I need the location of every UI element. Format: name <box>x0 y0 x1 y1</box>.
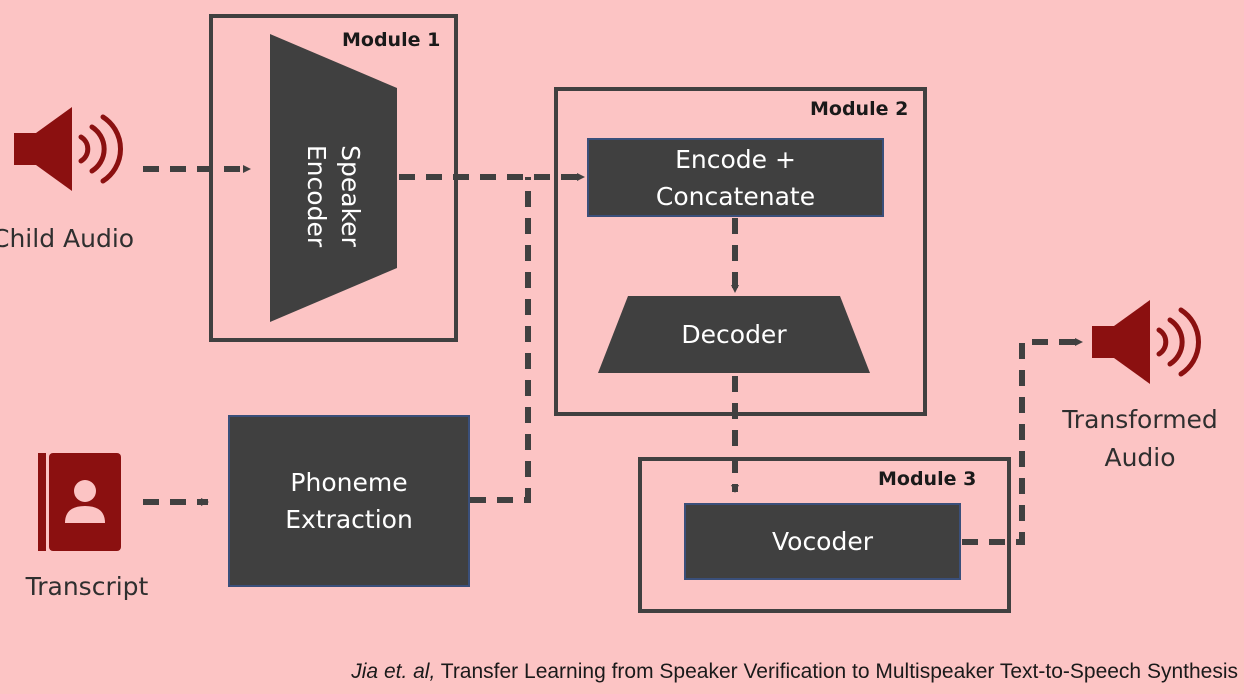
transformed-audio-label: Transformed Audio <box>1040 401 1240 477</box>
encode-concatenate-block <box>587 138 884 217</box>
module-3-label: Module 3 <box>878 468 977 490</box>
decoder-text: Decoder <box>681 320 787 349</box>
speaker-icon <box>14 107 123 191</box>
phoneme-line-1: Phoneme <box>290 468 408 497</box>
speaker-icon <box>1092 300 1201 384</box>
vocoder-block <box>684 503 961 580</box>
transcript-label: Transcript <box>25 572 149 601</box>
encode-concatenate-label: Encode + Concatenate <box>588 139 883 216</box>
speaker-encoder-line-2: Encoder <box>302 144 331 248</box>
arrow-phoneme-to-concatenate <box>470 177 531 503</box>
speaker-encoder-line-1: Speaker <box>336 145 365 247</box>
phoneme-extraction-label: Phoneme Extraction <box>229 416 469 586</box>
phoneme-extraction-block <box>228 415 470 587</box>
arrow-vocoder-to-output <box>962 338 1083 545</box>
child-audio-label: Child Audio <box>0 224 135 253</box>
decoder-label: Decoder <box>598 296 870 373</box>
encode-line-1: Encode + <box>675 144 796 174</box>
transformed-line-1: Transformed <box>1062 405 1218 434</box>
speaker-encoder-label: Speaker Encoder <box>295 106 371 286</box>
citation: Jia et. al, Transfer Learning from Speak… <box>351 660 1238 684</box>
phoneme-line-2: Extraction <box>285 505 413 534</box>
speaker-encoder-block <box>270 34 397 322</box>
vocoder-label: Vocoder <box>685 504 960 579</box>
module-3-frame <box>638 457 1011 613</box>
decoder-block <box>598 296 870 373</box>
transformed-line-2: Audio <box>1104 443 1176 472</box>
citation-authors: Jia et. al, <box>351 660 436 683</box>
vocoder-text: Vocoder <box>771 527 874 556</box>
module-1-label: Module 1 <box>342 29 441 51</box>
contact-book-icon <box>38 453 121 551</box>
citation-title: Transfer Learning from Speaker Verificat… <box>435 660 1238 683</box>
module-2-frame <box>554 87 927 416</box>
module-2-label: Module 2 <box>810 98 909 120</box>
encode-line-2: Concatenate <box>655 181 816 211</box>
